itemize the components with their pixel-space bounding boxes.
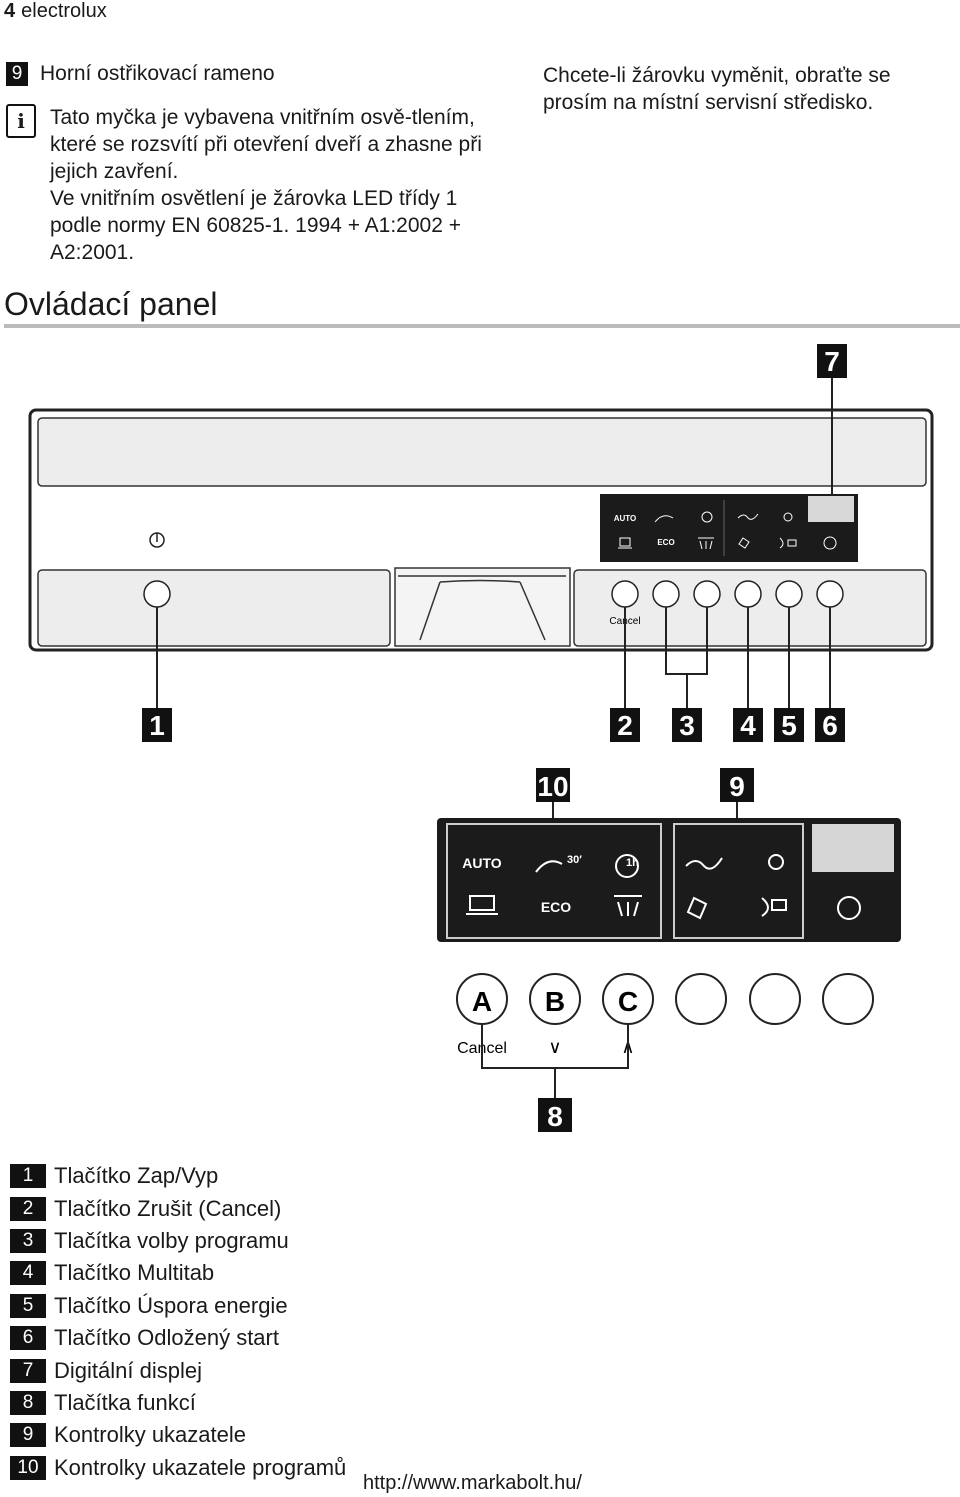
energy-saver-icon [779, 537, 797, 549]
timer-icon [823, 536, 837, 550]
rinse-icon [698, 537, 714, 550]
button-6 [822, 973, 874, 1025]
cancel-button-small [611, 580, 639, 608]
panel-buttons-small [143, 580, 844, 608]
quick-program-icon [535, 860, 563, 873]
callout-7: 7 [824, 346, 840, 377]
one-hour-program-icon [615, 854, 639, 878]
button-c-label: C [618, 986, 638, 1017]
auto-label: AUTO [462, 855, 502, 871]
energy-button-small [775, 580, 803, 608]
rinse-aid-icon [737, 513, 759, 520]
callouts: 7 1 2 3 4 5 6 [142, 344, 847, 742]
rinse-aid-indicator-icon [685, 857, 723, 870]
callout-10: 10 [537, 771, 568, 802]
energy-saver-indicator-icon [761, 897, 787, 917]
eco-label-small: ECO [657, 538, 674, 547]
item-number: 9 [6, 62, 28, 86]
delay-button-small [816, 580, 844, 608]
callout-1: 1 [149, 710, 165, 741]
multitab-button-small [734, 580, 762, 608]
section-divider [4, 324, 960, 328]
section-title: Ovládací panel [4, 286, 218, 322]
panel-left-strip [37, 569, 391, 647]
item-upper-spray-arm: 9 Horní ostřikovací rameno [6, 62, 275, 86]
leader-lines [156, 378, 833, 708]
page-number: 4 [4, 0, 16, 22]
delay-start-icon [837, 896, 861, 920]
pots-pans-icon [466, 895, 498, 915]
auto-label-small: AUTO [614, 514, 637, 523]
button-a-label: A [472, 986, 492, 1017]
footer-url[interactable]: http://www.markabolt.hu/ [363, 1472, 582, 1494]
pots-icon [618, 537, 632, 549]
up-button-small [693, 580, 721, 608]
info-paragraph-1: Tato myčka je vybavena vnitřním osvě-tle… [50, 106, 482, 183]
panel-top-strip [37, 417, 927, 487]
button-5 [749, 973, 801, 1025]
salt-indicator-icon [686, 896, 708, 920]
down-button-small [652, 580, 680, 608]
callout-9: 9 [729, 771, 745, 802]
one-hour-icon [701, 511, 713, 523]
eco-label: ECO [541, 899, 571, 915]
callout-3: 3 [679, 710, 695, 741]
info-paragraph-2: Ve vnitřním osvětlení je žárovka LED tří… [50, 187, 461, 264]
power-button [143, 580, 171, 608]
button-b [529, 973, 581, 1025]
button-b-label: B [545, 986, 565, 1017]
salt-icon [738, 537, 750, 549]
button-4 [675, 973, 727, 1025]
callout-6: 6 [822, 710, 838, 741]
callout-4: 4 [740, 710, 756, 741]
thirty-min-label: 30′ [567, 854, 582, 866]
quick-wash-icon [654, 515, 674, 523]
down-arrow-label: ∨ [548, 1037, 561, 1057]
callout-5: 5 [781, 710, 797, 741]
glass-program-icon [614, 895, 642, 917]
callout-8: 8 [547, 1101, 563, 1132]
inner-light-icon [768, 854, 784, 870]
info-icon: i [6, 104, 36, 138]
item-label: Horní ostřikovací rameno [40, 62, 275, 85]
sun-icon [783, 512, 793, 522]
detail-buttons [456, 973, 874, 1025]
digital-display-small [808, 496, 854, 522]
power-symbol-icon [149, 532, 165, 548]
callout-2: 2 [617, 710, 633, 741]
bulb-replacement-note: Chcete-li žárovku vyměnit, obraťte se pr… [543, 64, 891, 114]
control-panel-diagram: AUTO ECO Cancel 7 1 [28, 344, 934, 1132]
brand-name: electrolux [21, 0, 107, 22]
digital-display [812, 824, 894, 872]
info-note: Tato myčka je vybavena vnitřním osvě-tle… [50, 104, 490, 266]
